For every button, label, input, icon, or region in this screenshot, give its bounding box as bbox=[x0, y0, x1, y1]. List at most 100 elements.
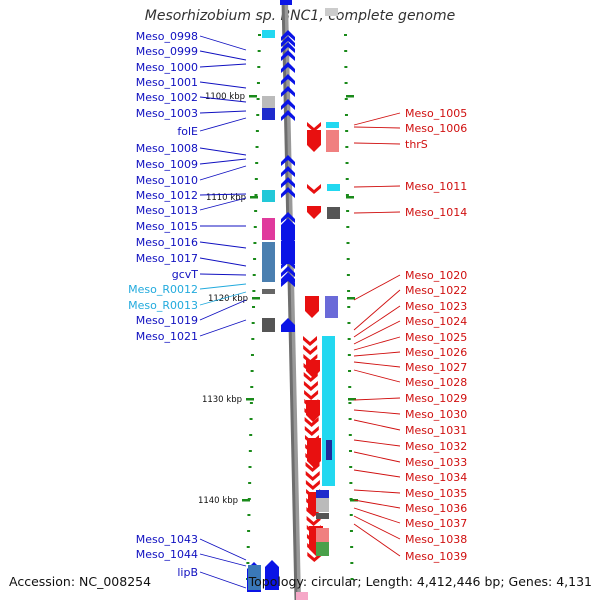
reverse-gene-arrow bbox=[305, 471, 320, 481]
right-gene-block bbox=[322, 336, 335, 486]
ruler-tick-right bbox=[344, 50, 348, 52]
ruler-tick-right bbox=[346, 242, 350, 244]
ruler-tick-left bbox=[249, 402, 253, 404]
ruler-major-tick-right bbox=[346, 95, 354, 98]
ruler-tick-right bbox=[346, 274, 350, 276]
ruler-tick-right bbox=[345, 130, 349, 132]
left-gene-block bbox=[262, 30, 275, 38]
reverse-gene-arrow bbox=[305, 462, 320, 472]
forward-gene-arrow bbox=[281, 318, 295, 332]
right-gene-label: Meso_1035 bbox=[405, 487, 467, 500]
left-label-leader bbox=[199, 553, 247, 567]
ruler-tick-right bbox=[348, 402, 352, 404]
ruler-tick-right bbox=[345, 146, 349, 148]
left-gene-label: Meso_R0012 bbox=[128, 283, 198, 296]
left-label-leader bbox=[199, 50, 247, 61]
left-label-leader bbox=[199, 319, 247, 337]
ruler-tick-left bbox=[253, 258, 257, 260]
left-gene-label: folE bbox=[177, 125, 198, 138]
reverse-gene-arrow bbox=[307, 184, 321, 194]
left-gene-block bbox=[248, 565, 261, 590]
ruler-major-tick-left bbox=[250, 196, 258, 199]
ruler-tick-right bbox=[350, 546, 354, 548]
left-gene-label: Meso_0999 bbox=[136, 45, 198, 58]
ruler-label: 1140 kbp bbox=[198, 496, 238, 506]
ruler-tick-left bbox=[252, 306, 256, 308]
left-label-leader bbox=[199, 63, 247, 68]
right-gene-block bbox=[326, 440, 332, 460]
right-label-leader bbox=[353, 409, 401, 415]
left-gene-block bbox=[262, 96, 275, 108]
right-gene-label: Meso_1036 bbox=[405, 502, 467, 515]
ruler-label: 1110 kbp bbox=[206, 193, 246, 203]
ruler-tick-left bbox=[249, 434, 253, 436]
forward-gene-arrow bbox=[281, 30, 295, 41]
left-label-leader bbox=[199, 35, 247, 51]
left-gene-label: Meso_1017 bbox=[136, 252, 198, 265]
forward-gene-arrow bbox=[280, 0, 292, 5]
left-gene-label: Meso_0998 bbox=[136, 30, 198, 43]
ruler-tick-left bbox=[247, 530, 251, 532]
ruler-tick-right bbox=[347, 322, 351, 324]
right-label-leader bbox=[353, 351, 401, 357]
left-gene-block bbox=[262, 242, 275, 282]
ruler-tick-left bbox=[255, 146, 259, 148]
ruler-tick-left bbox=[254, 194, 258, 196]
forward-gene-arrow bbox=[281, 42, 295, 53]
ruler-tick-right bbox=[348, 434, 352, 436]
left-gene-label: Meso_1001 bbox=[136, 76, 198, 89]
left-gene-block bbox=[262, 318, 275, 332]
reverse-gene-arrow bbox=[307, 206, 321, 219]
ruler-tick-left bbox=[246, 546, 250, 548]
left-gene-label: Meso_R0013 bbox=[128, 299, 198, 312]
ruler-tick-left bbox=[258, 34, 261, 36]
ruler-tick-left bbox=[248, 450, 252, 452]
ruler-tick-right bbox=[345, 162, 349, 164]
reverse-gene-arrow bbox=[304, 426, 319, 436]
right-label-leader bbox=[353, 126, 401, 129]
ruler-tick-right bbox=[345, 194, 349, 196]
left-gene-label: Meso_1010 bbox=[136, 174, 198, 187]
accession-text: Accession: NC_008254 bbox=[9, 574, 152, 589]
left-gene-label: Meso_1019 bbox=[136, 314, 198, 327]
ruler-tick-left bbox=[253, 226, 257, 228]
ruler-tick-right bbox=[344, 34, 347, 36]
right-gene-block bbox=[326, 130, 339, 152]
right-label-leader bbox=[353, 397, 401, 401]
right-gene-label: Meso_1020 bbox=[405, 269, 467, 282]
ruler-tick-left bbox=[250, 386, 254, 388]
left-label-leader bbox=[199, 158, 247, 165]
reverse-gene-arrow bbox=[303, 372, 318, 382]
ruler-tick-right bbox=[348, 418, 352, 420]
forward-gene-arrow bbox=[281, 86, 295, 97]
ruler-major-tick-right bbox=[348, 398, 356, 401]
right-gene-label: Meso_1030 bbox=[405, 408, 467, 421]
ruler-tick-left bbox=[252, 274, 256, 276]
ruler-tick-right bbox=[350, 562, 354, 564]
ruler-major-tick-left bbox=[249, 95, 257, 98]
right-gene-label: Meso_1006 bbox=[405, 122, 467, 135]
right-label-leader bbox=[353, 336, 401, 351]
ruler-tick-left bbox=[256, 98, 260, 100]
right-gene-block bbox=[325, 296, 338, 318]
right-label-leader bbox=[353, 499, 401, 509]
forward-gene-arrow bbox=[281, 218, 295, 240]
left-label-leader bbox=[199, 291, 247, 306]
right-gene-label: Meso_1026 bbox=[405, 346, 467, 359]
right-gene-label: Meso_1005 bbox=[405, 107, 467, 120]
left-label-leader bbox=[199, 571, 247, 589]
ruler-tick-right bbox=[345, 178, 349, 180]
ruler-tick-left bbox=[257, 50, 261, 52]
ruler-tick-left bbox=[249, 418, 253, 420]
right-gene-block bbox=[316, 542, 329, 556]
right-gene-label: thrS bbox=[405, 138, 428, 151]
right-label-leader bbox=[353, 489, 401, 494]
left-label-leader bbox=[199, 283, 247, 290]
right-label-leader bbox=[353, 419, 401, 431]
ruler-tick-left bbox=[250, 370, 254, 372]
right-gene-label: Meso_1037 bbox=[405, 517, 467, 530]
right-label-leader bbox=[353, 185, 401, 188]
ruler-tick-left bbox=[253, 242, 257, 244]
reverse-gene-arrow bbox=[307, 438, 321, 468]
right-gene-block bbox=[325, 8, 338, 16]
